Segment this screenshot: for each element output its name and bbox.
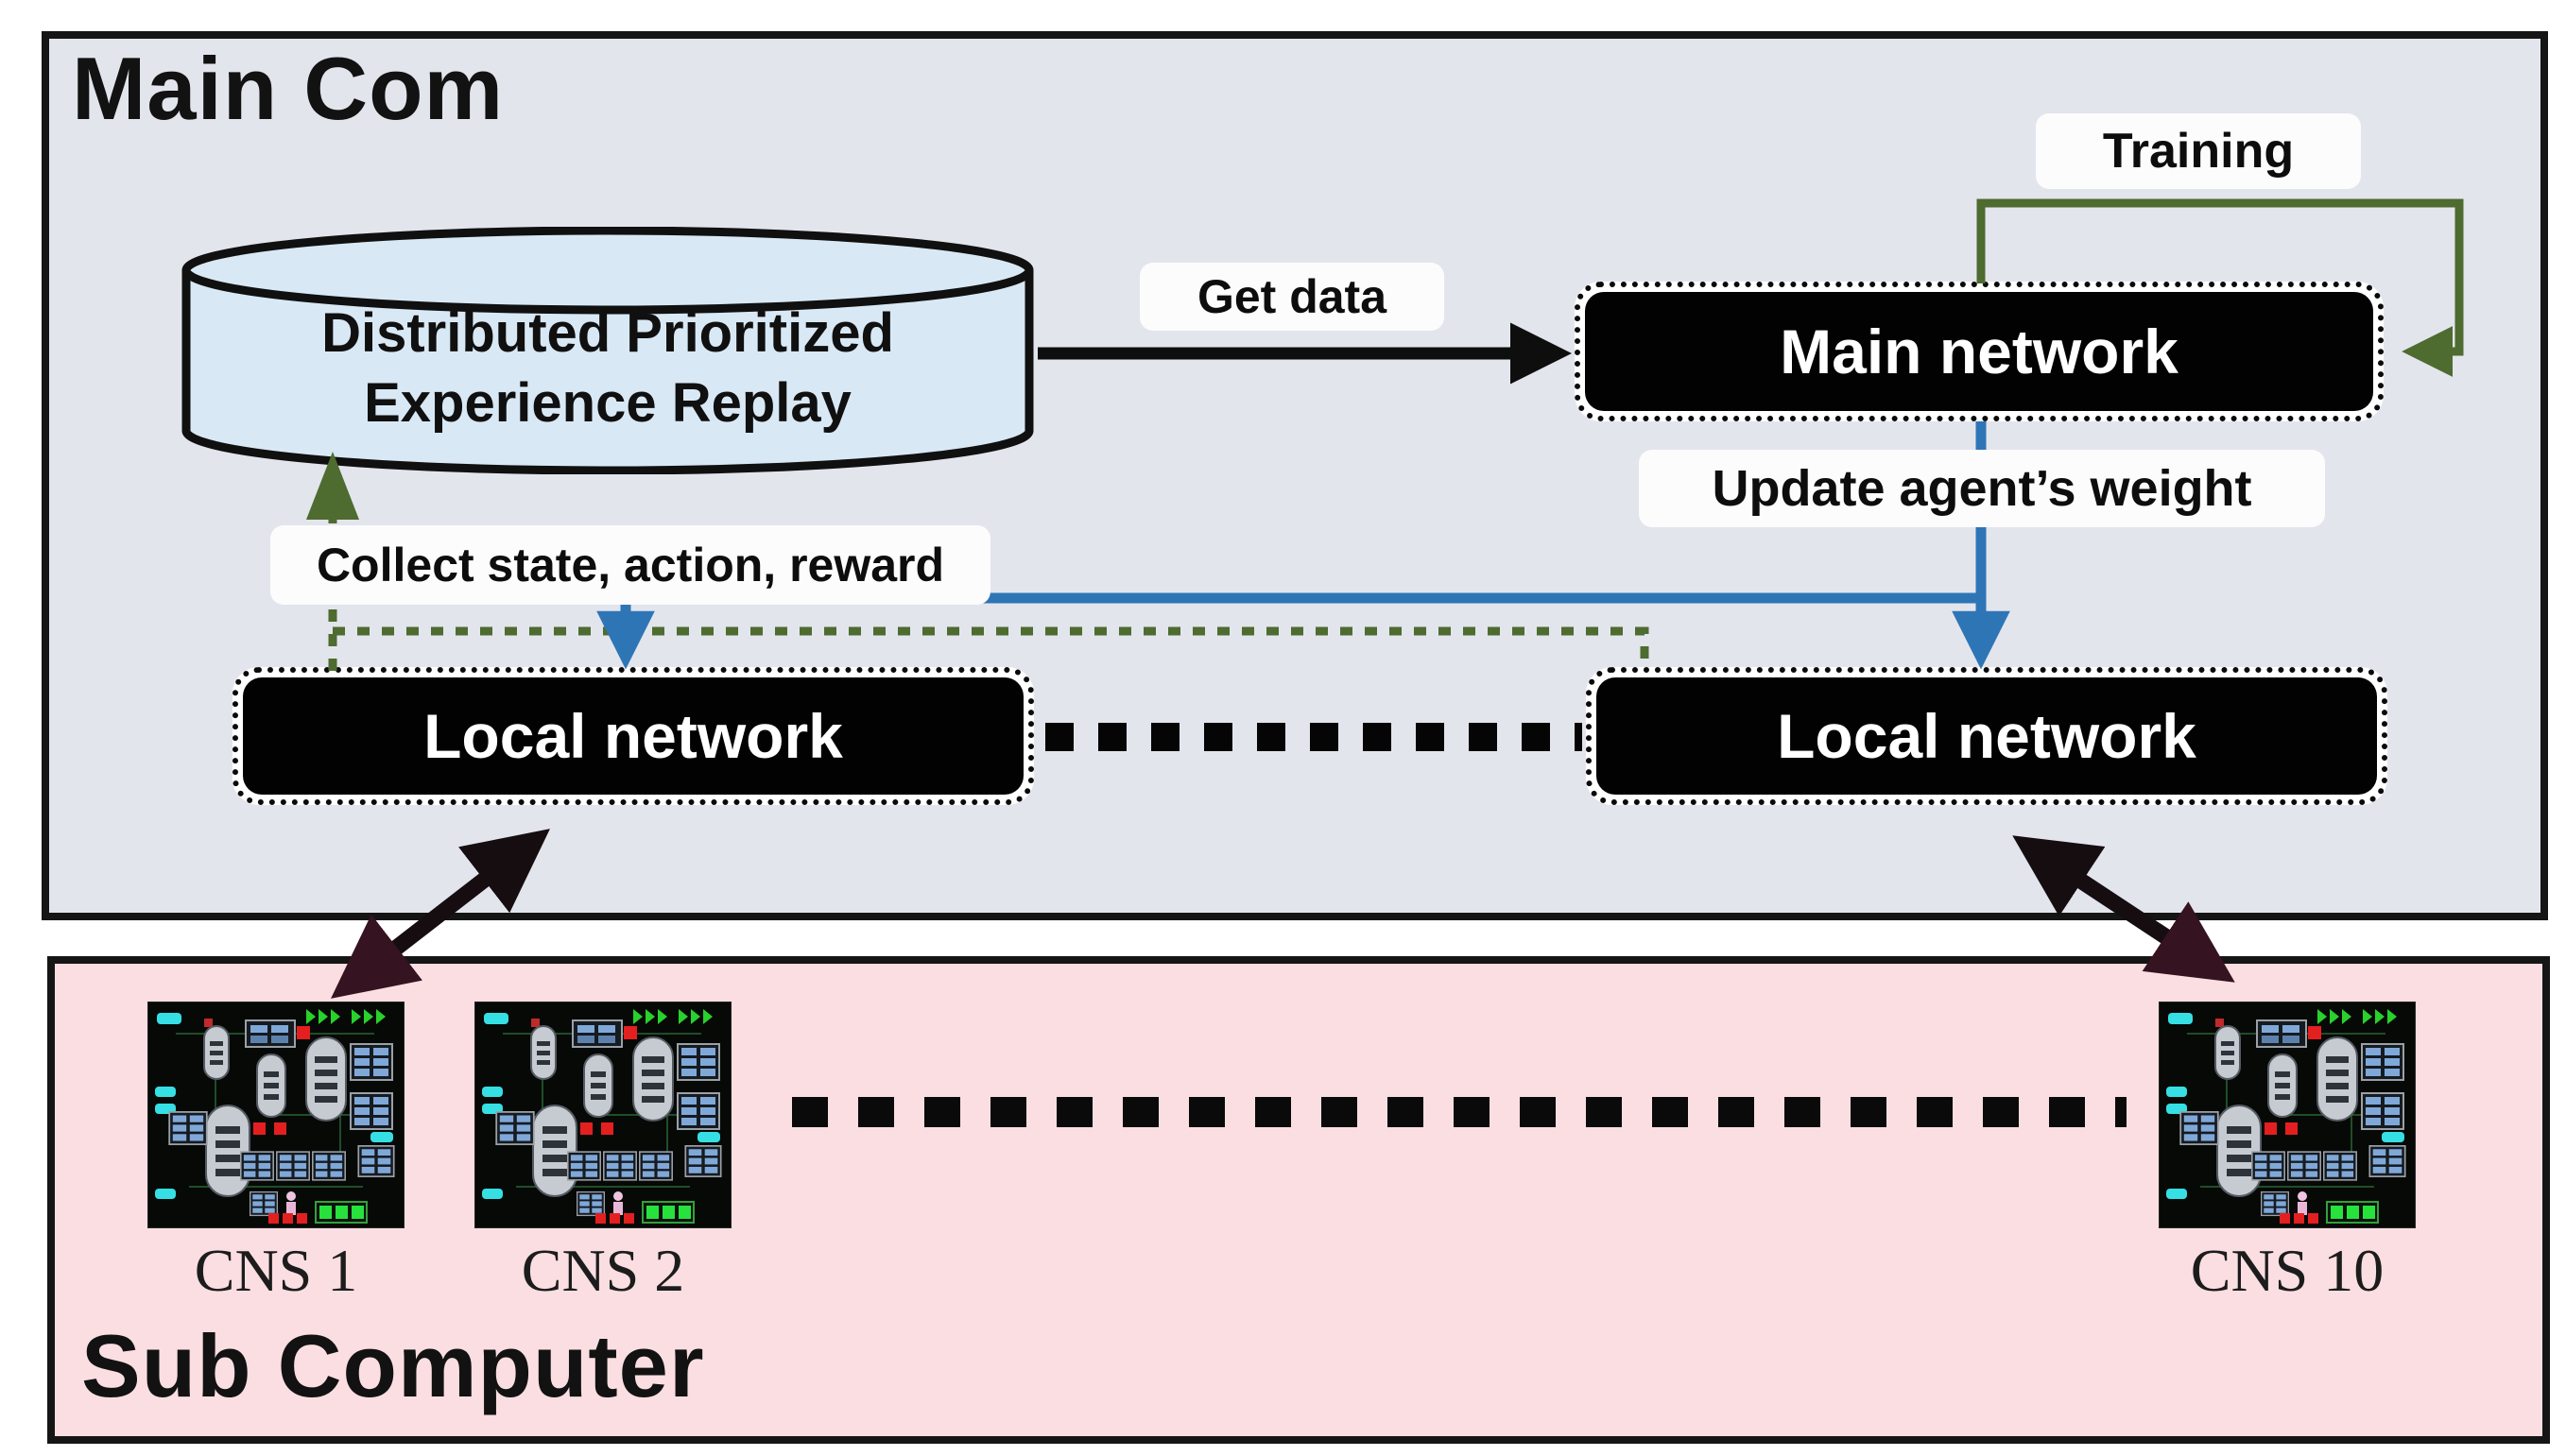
- local-network-left-label: Local network: [243, 677, 1024, 795]
- main-com-title: Main Com: [72, 39, 505, 138]
- main-network-node: Main network: [1575, 282, 2384, 421]
- cns1-caption: CNS 1: [194, 1237, 358, 1304]
- update-agents-weight-label: Update agent’s weight: [1639, 450, 2325, 527]
- cylinder-shape: [181, 227, 1034, 474]
- cns10-caption: CNS 10: [2190, 1237, 2385, 1304]
- main-network-label: Main network: [1585, 292, 2373, 411]
- cns2-caption: CNS 2: [521, 1237, 685, 1304]
- get-data-label: Get data: [1140, 263, 1444, 331]
- collect-state-action-reward-label: Collect state, action, reward: [270, 525, 990, 605]
- local-network-left-node: Local network: [232, 667, 1034, 805]
- replay-buffer-label-line1: Distributed Prioritized: [321, 302, 894, 364]
- sub-computer-box: [47, 956, 2550, 1444]
- training-label: Training: [2036, 113, 2361, 189]
- local-network-right-node: Local network: [1586, 667, 2387, 805]
- replay-buffer-label-line2: Experience Replay: [364, 372, 852, 434]
- experience-replay-cylinder: Distributed Prioritized Experience Repla…: [180, 227, 1036, 474]
- sub-computer-title: Sub Computer: [81, 1316, 705, 1415]
- local-network-right-label: Local network: [1596, 677, 2377, 795]
